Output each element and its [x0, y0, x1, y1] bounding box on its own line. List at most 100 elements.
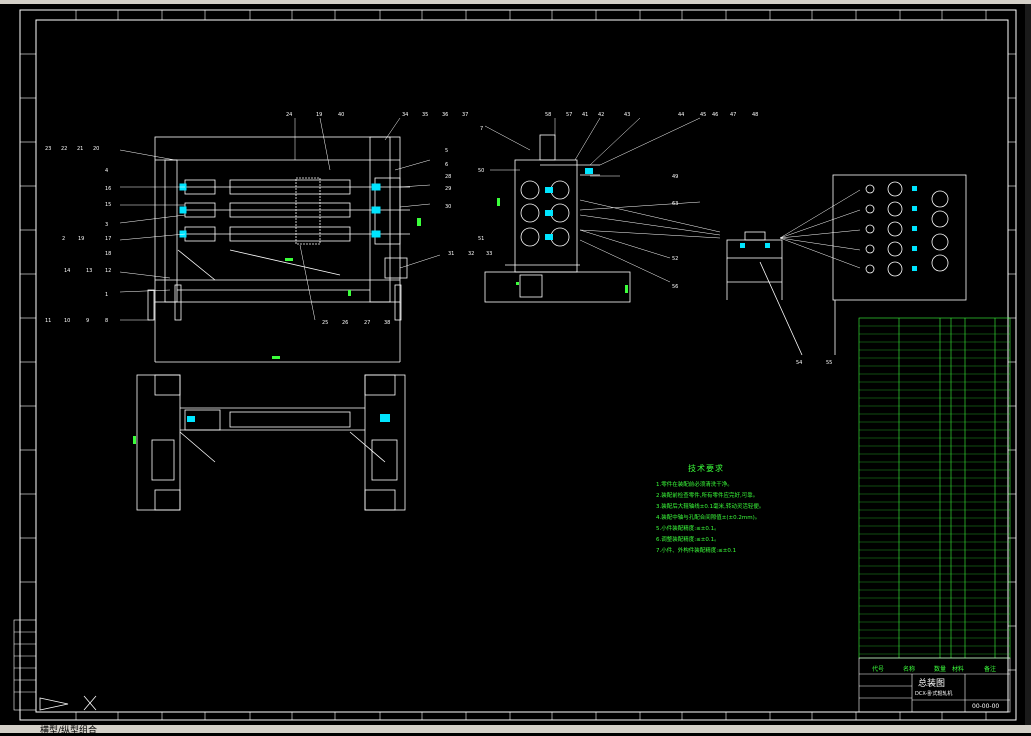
balloon-side: 41: [582, 112, 588, 118]
balloon-right-front: 31: [448, 251, 454, 257]
side-leaders: [484, 117, 721, 283]
balloon-left: 12: [105, 268, 111, 274]
parts-list-rows: [859, 325, 1010, 655]
side-view-green: [497, 198, 628, 293]
balloon-top-mid: 35: [422, 112, 428, 118]
balloon-left: 8: [105, 318, 108, 324]
top-view-dim-mark: [133, 436, 136, 444]
balloon-left: 9: [86, 318, 89, 324]
top-view-cyan: [187, 414, 390, 422]
revision-strip: [13, 619, 37, 711]
zone-ticks: [20, 10, 1016, 720]
balloon-left: 3: [105, 222, 108, 228]
drawing-title: 总装图: [918, 679, 946, 689]
tech-requirement-item: 3.装配后大辊轴线±0.1毫米,转动灵活轻便。: [656, 504, 765, 510]
balloon-top-mid: 24: [286, 112, 292, 118]
tech-requirement-item: 6.调整装配精度:≤±0.1。: [656, 537, 720, 543]
title-block[interactable]: [858, 657, 1011, 713]
balloon-side: 50: [478, 168, 484, 174]
balloon-top-mid: 36: [442, 112, 448, 118]
balloon-side: 56: [672, 284, 678, 290]
balloon-right-front: 28: [445, 174, 451, 180]
command-status-bar[interactable]: 横型/纵型组合: [0, 725, 1031, 736]
stand-cyan: [740, 243, 770, 248]
stand-view[interactable]: [726, 231, 803, 356]
balloon-side: 48: [752, 112, 758, 118]
balloon-right-front: 30: [445, 204, 451, 210]
balloon-right: 55: [826, 360, 832, 366]
balloon-bottom-front: 26: [342, 320, 348, 326]
front-view[interactable]: [147, 136, 410, 363]
balloon-left: 16: [105, 186, 111, 192]
drawing-border-outer: [19, 9, 1017, 721]
balloon-right-front: 32: [468, 251, 474, 257]
balloon-top-left: 20: [93, 146, 99, 152]
tech-requirements-list: 1.零件在装配前必须清洗干净。 2.装配前检查零件,所有零件应完好,可靠。 3.…: [656, 480, 764, 557]
tech-requirement-item: 4.装配中轴与孔配合间隙值±(±0.2mm)。: [656, 515, 761, 521]
balloon-left: 17: [105, 236, 111, 242]
side-view[interactable]: [484, 134, 631, 303]
tech-requirement-item: 5.小件装配精度:≤±0.1。: [656, 526, 720, 532]
balloon-left: 4: [105, 168, 108, 174]
balloon-left: 2: [62, 236, 65, 242]
balloon-left: 13: [86, 268, 92, 274]
title-header-name: 名称: [903, 666, 916, 673]
balloon-left: 11: [45, 318, 51, 324]
balloon-side: 49: [672, 174, 678, 180]
side-view-cyan: [545, 168, 593, 240]
balloon-side: 7: [480, 126, 483, 132]
balloon-side: 44: [678, 112, 684, 118]
window-top-chrome: [0, 0, 1031, 4]
balloon-side: 52: [672, 256, 678, 262]
drawing-subtitle: DCX-卧式辊轧机: [915, 691, 953, 697]
balloon-top-left: 21: [77, 146, 83, 152]
title-header-code: 代号: [872, 666, 885, 673]
front-leaders: [119, 117, 441, 321]
vertical-scrollbar[interactable]: [1025, 4, 1031, 725]
title-header-remark: 备注: [984, 666, 997, 673]
tech-requirements-title: 技术要求: [688, 464, 724, 473]
balloon-top-mid: 40: [338, 112, 344, 118]
balloon-left: 1: [105, 292, 108, 298]
ucs-axis-icon: [39, 695, 97, 711]
title-header-qty: 数量: [934, 666, 947, 673]
tech-requirement-item: 7.小件、外构件装配精度:≤±0.1: [656, 548, 737, 554]
balloon-right-front: 6: [445, 162, 448, 168]
balloon-left: 15: [105, 202, 111, 208]
balloon-top-left: 23: [45, 146, 51, 152]
roll-array-cyan: [912, 186, 917, 271]
front-frame-outer: [154, 136, 401, 303]
balloon-side: 42: [598, 112, 604, 118]
roll-array-leaders: [779, 189, 861, 269]
drawing-number: 00-00-00: [972, 703, 1000, 710]
balloon-side: 46: [712, 112, 718, 118]
tech-requirement-item: 1.零件在装配前必须清洗干净。: [656, 482, 733, 488]
balloon-right-front: 5: [445, 148, 448, 154]
front-view-green-marks: [272, 218, 421, 359]
balloon-side: 43: [624, 112, 630, 118]
roll-array-view[interactable]: [832, 174, 967, 355]
balloon-side: 57: [566, 112, 572, 118]
balloon-side: 47: [730, 112, 736, 118]
status-text: 横型/纵型组合: [40, 726, 98, 736]
balloon-top-mid: 34: [402, 112, 408, 118]
balloon-left: 18: [105, 251, 111, 257]
balloon-left: 14: [64, 268, 70, 274]
balloon-side: 63: [672, 201, 678, 207]
balloon-side: 51: [478, 236, 484, 242]
balloon-left: 10: [64, 318, 70, 324]
balloon-bottom-front: 25: [322, 320, 328, 326]
balloon-side: 45: [700, 112, 706, 118]
balloon-side: 58: [545, 112, 551, 118]
parts-list-table[interactable]: [858, 317, 1011, 659]
balloon-top-mid: 37: [462, 112, 468, 118]
balloon-bottom-front: 27: [364, 320, 370, 326]
balloon-right-front: 33: [486, 251, 492, 257]
balloon-right: 54: [796, 360, 802, 366]
tech-requirement-item: 2.装配前检查零件,所有零件应完好,可靠。: [656, 493, 759, 499]
title-header-material: 材料: [952, 666, 965, 673]
top-view[interactable]: [136, 374, 406, 511]
balloon-left: 19: [78, 236, 84, 242]
